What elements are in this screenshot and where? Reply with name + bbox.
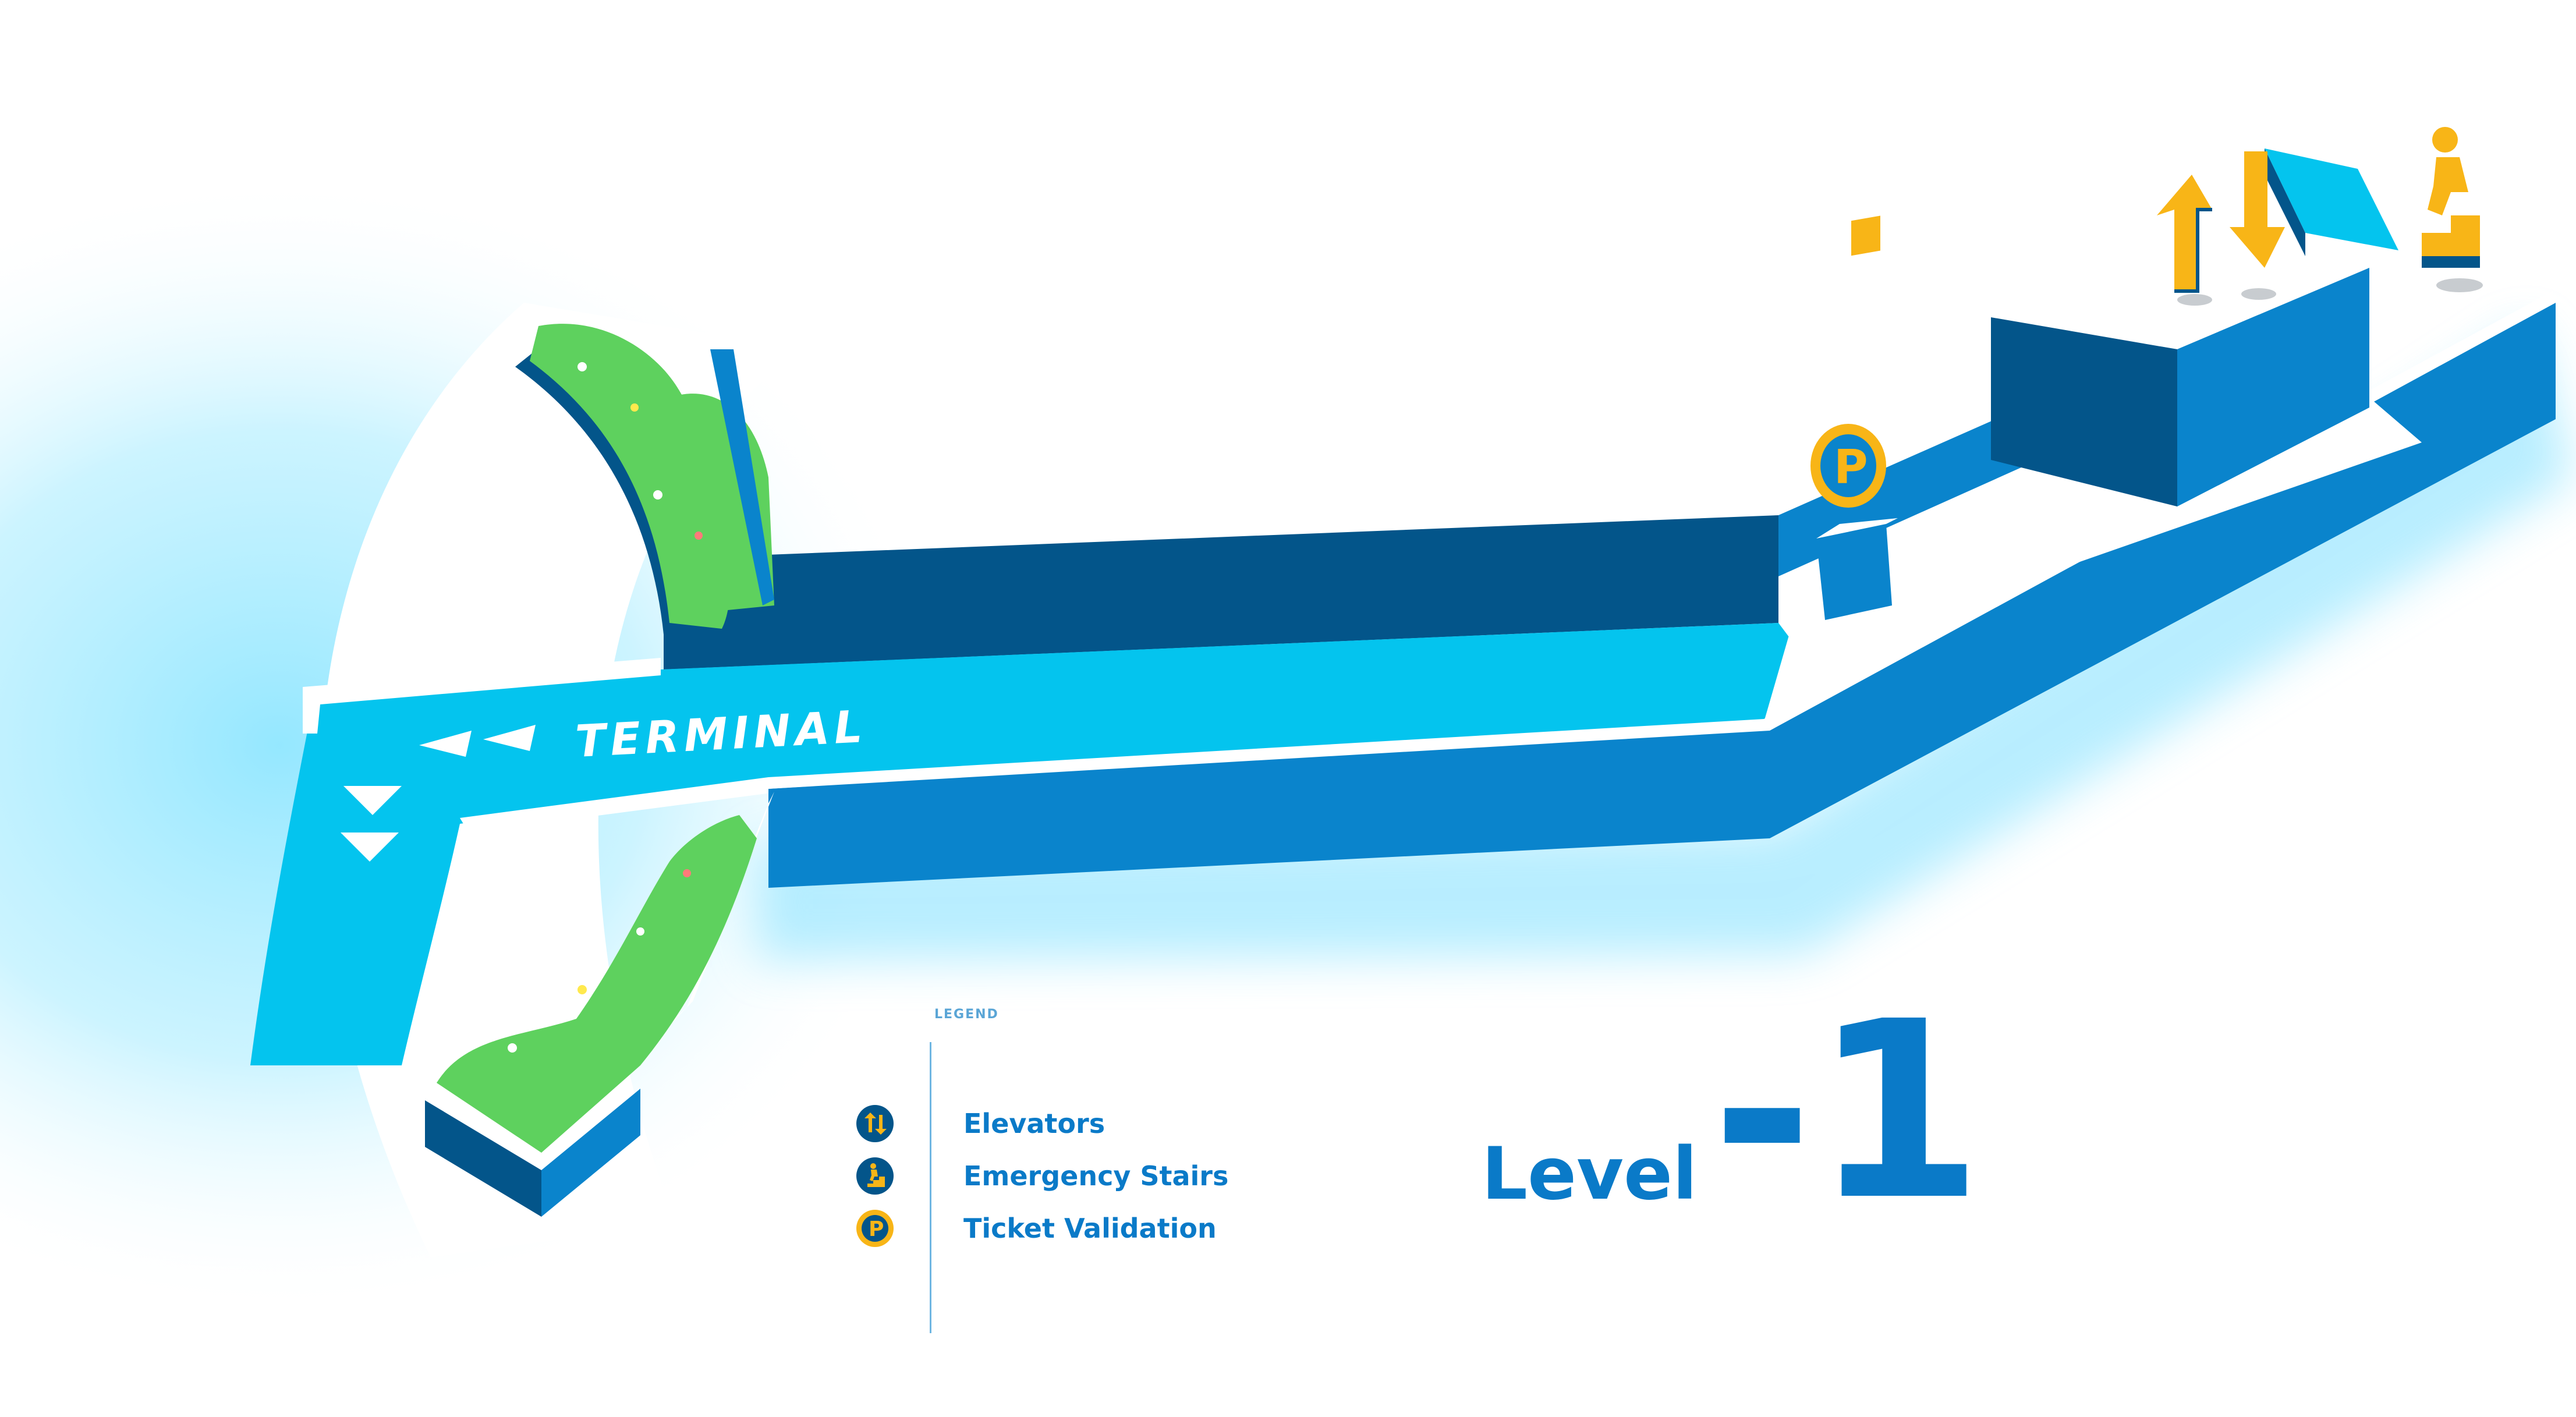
emergency-stairs-icon-3d [2422,127,2483,292]
planter-top [515,324,774,635]
emergency-stairs-icon [856,1157,894,1195]
corridor-back-wall [664,515,1778,669]
corridor-front-wall [768,303,2556,888]
legend-divider [930,1042,931,1333]
level-number: -1 [1712,969,1983,1254]
legend-label-emergency-stairs: Emergency Stairs [963,1160,1229,1192]
legend-label-elevators: Elevators [963,1108,1105,1139]
legend-item-ticket-validation: P Ticket Validation [856,1208,1217,1249]
stairs-opening-wall [2265,148,2305,256]
elevator-icon [856,1105,894,1142]
elevator-block-left [1991,317,2177,506]
ticket-machine-icon-3d: P [1810,215,1898,620]
legend-label-ticket-validation: Ticket Validation [963,1213,1217,1244]
direction-arrows-down-icon [341,786,402,862]
legend-item-emergency-stairs: Emergency Stairs [856,1156,1228,1196]
stairs-opening [2265,148,2398,250]
corridor-floor [250,611,1796,1065]
parking-ticket-icon: P [856,1210,894,1247]
svg-text:P: P [1834,440,1868,494]
direction-arrows-left-icon [419,725,536,757]
legend-title: LEGEND [934,1007,999,1022]
elevator-block-right [2177,268,2369,506]
svg-text:P: P [869,1217,884,1241]
level-label: Level [1482,1132,1698,1216]
legend-item-elevators: Elevators [856,1103,1105,1144]
planter-bottom [425,792,774,1217]
elevator-arrows-icon [2157,151,2285,306]
